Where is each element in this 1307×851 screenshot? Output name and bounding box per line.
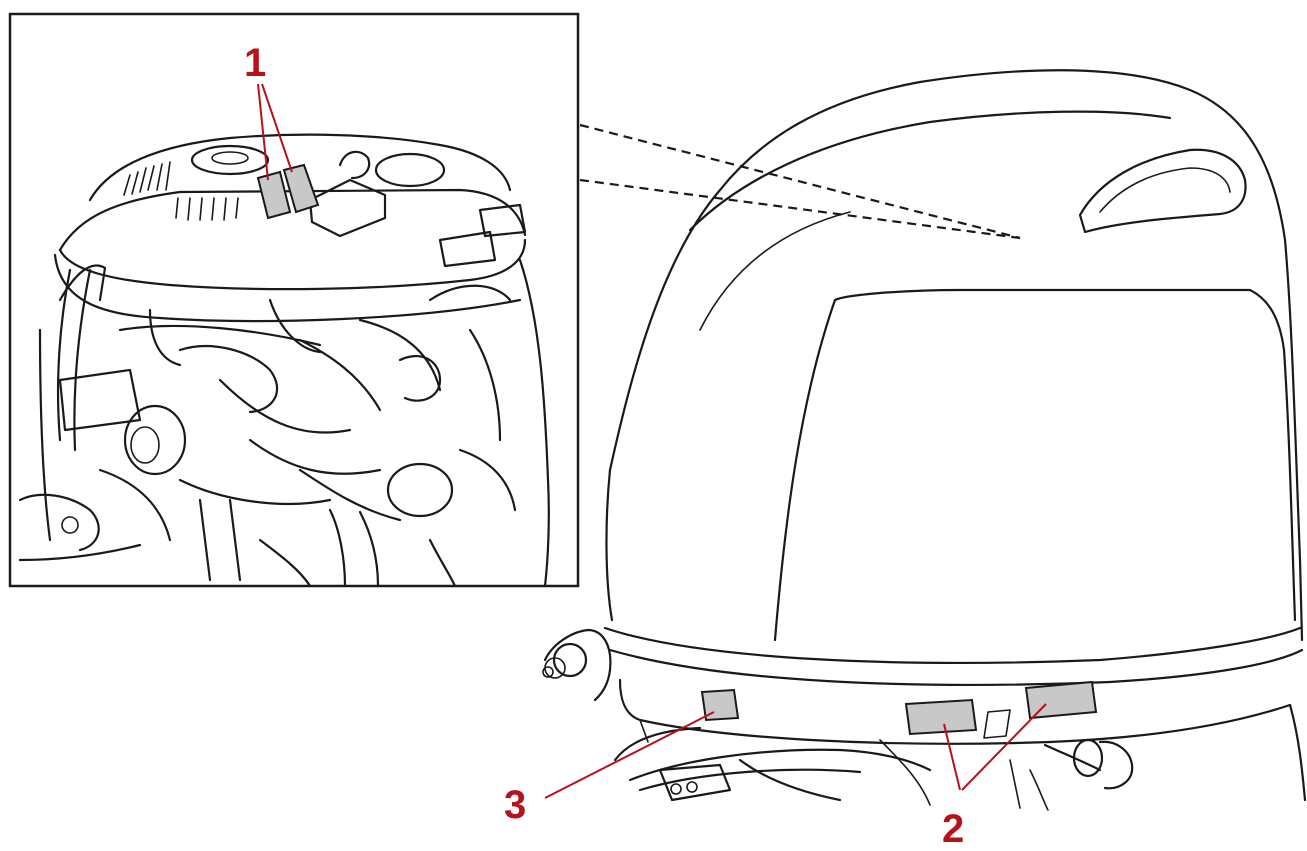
label-1b-patch bbox=[282, 163, 320, 214]
leader-1b bbox=[261, 83, 293, 173]
leader-3 bbox=[544, 711, 715, 799]
label-2a-patch bbox=[904, 698, 978, 736]
leader-1a bbox=[257, 83, 269, 181]
label-1a-patch bbox=[256, 170, 292, 220]
callout-3: 3 bbox=[504, 783, 526, 827]
outboard-motor-icon bbox=[542, 69, 1307, 811]
engine-detail-icon bbox=[18, 133, 550, 585]
inset-frame bbox=[8, 12, 580, 588]
leader-2b bbox=[961, 703, 1047, 791]
leader-2a bbox=[943, 723, 961, 791]
label-positions-main bbox=[700, 680, 1098, 736]
callout-leaders bbox=[257, 83, 1047, 799]
label-2b-patch bbox=[1024, 680, 1098, 720]
callout-2: 2 bbox=[942, 807, 964, 851]
callout-1: 1 bbox=[244, 41, 266, 85]
